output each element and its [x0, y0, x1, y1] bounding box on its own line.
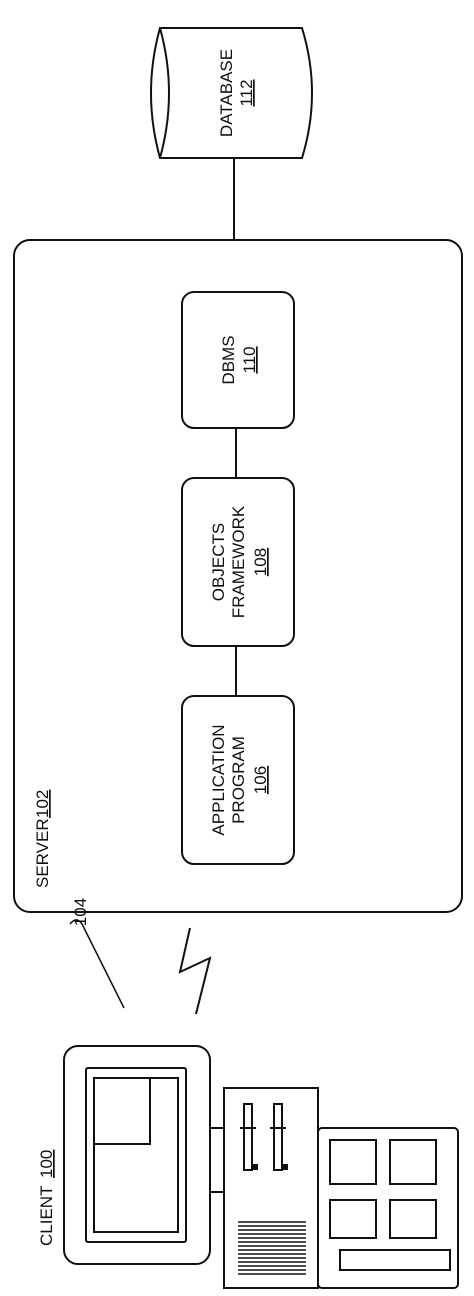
- objects-framework-line1: OBJECTS: [209, 523, 228, 601]
- drive-2-indicator: [282, 1164, 288, 1170]
- client-label: CLIENT 100: [37, 1150, 56, 1246]
- server-ref: 102: [33, 790, 52, 818]
- database-ref: 112: [237, 79, 256, 106]
- drive-slot-2: [273, 1103, 283, 1171]
- keyboard-block-4: [389, 1139, 437, 1185]
- keyboard-block-3: [329, 1139, 377, 1185]
- window-ref: 104: [71, 898, 90, 926]
- objects-framework-label: OBJECTS FRAMEWORK 108: [209, 505, 270, 618]
- drive-slot-1: [243, 1103, 253, 1171]
- keyboard-block-1: [329, 1199, 377, 1239]
- database-label: DATABASE 112: [217, 49, 256, 137]
- wireless-link-icon: [178, 927, 212, 1015]
- database-name: DATABASE: [217, 49, 236, 137]
- keyboard-spacebar: [339, 1249, 451, 1271]
- objects-framework-box: [181, 477, 295, 647]
- application-program-box: [181, 695, 295, 865]
- monitor-screen: [85, 1067, 187, 1243]
- keyboard-block-2: [389, 1199, 437, 1239]
- drive-1-indicator: [252, 1164, 258, 1170]
- application-program-label: APPLICATION PROGRAM 106: [209, 724, 270, 835]
- server-label: SERVER 102: [33, 790, 52, 888]
- database-cylinder: [150, 27, 313, 159]
- application-program-line2: PROGRAM: [229, 736, 248, 824]
- objects-framework-ref: 108: [251, 548, 270, 576]
- window-ref-leader: [69, 919, 125, 1009]
- application-program-ref: 106: [251, 766, 270, 794]
- dbms-ref: 110: [240, 346, 259, 373]
- base-unit-vents: [238, 1221, 306, 1275]
- window-ref-label: 104: [71, 898, 90, 926]
- dbms-name: DBMS: [219, 335, 238, 384]
- monitor-stand: [209, 1127, 225, 1193]
- client-name: CLIENT: [37, 1186, 56, 1246]
- client-ref: 100: [37, 1150, 56, 1178]
- dbms-box: [181, 291, 295, 429]
- keyboard: [317, 1127, 459, 1289]
- application-window: [93, 1077, 151, 1145]
- application-program-line1: APPLICATION: [209, 724, 228, 835]
- client-computer-icon: [63, 1045, 459, 1289]
- dbms-label: DBMS 110: [219, 335, 259, 384]
- objects-framework-line2: FRAMEWORK: [229, 505, 248, 618]
- server-name: SERVER: [33, 818, 52, 888]
